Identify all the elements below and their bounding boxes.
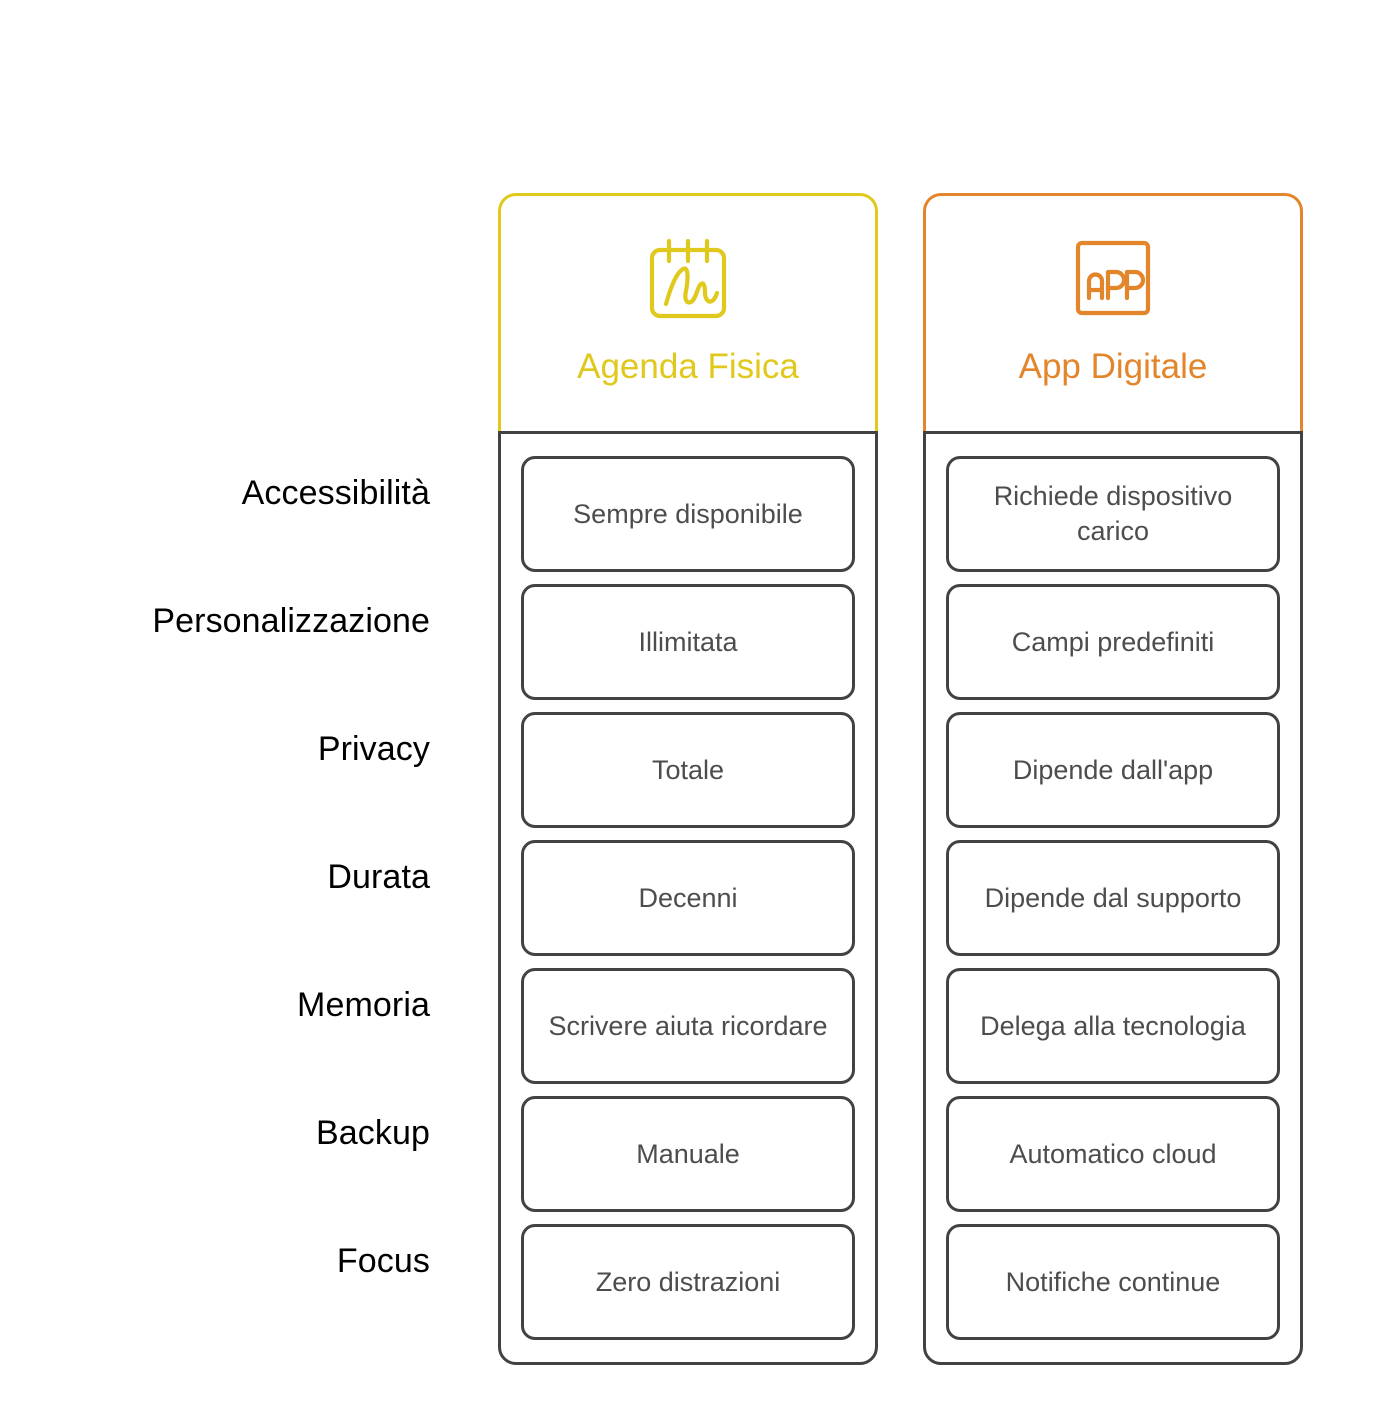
row-label-column: Accessibilità Personalizzazione Privacy … <box>60 430 430 1326</box>
cell-agenda-memoria: Scrivere aiuta ricordare <box>521 968 855 1084</box>
column-header-app-digitale: App Digitale <box>923 193 1303 431</box>
column-agenda-fisica: Agenda Fisica Sempre disponibile Illimit… <box>498 193 878 1365</box>
column-body-agenda-fisica: Sempre disponibile Illimitata Totale Dec… <box>498 431 878 1365</box>
column-title-app-digitale: App Digitale <box>1018 347 1208 386</box>
cell-agenda-accessibilita: Sempre disponibile <box>521 456 855 572</box>
row-label-accessibilita: Accessibilità <box>241 474 430 513</box>
cell-agenda-backup: Manuale <box>521 1096 855 1212</box>
row-label-focus: Focus <box>336 1242 430 1281</box>
cell-agenda-durata: Decenni <box>521 840 855 956</box>
row-label-durata: Durata <box>327 858 430 897</box>
cell-app-memoria: Delega alla tecnologia <box>946 968 1280 1084</box>
app-square-icon <box>1067 234 1159 326</box>
row-label-privacy: Privacy <box>317 730 430 769</box>
cell-app-privacy: Dipende dall'app <box>946 712 1280 828</box>
cell-app-durata: Dipende dal supporto <box>946 840 1280 956</box>
notebook-handwriting-icon <box>642 234 734 326</box>
cell-agenda-personalizzazione: Illimitata <box>521 584 855 700</box>
column-header-agenda-fisica: Agenda Fisica <box>498 193 878 431</box>
column-app-digitale: App Digitale Richiede dispositivo carico… <box>923 193 1303 1365</box>
column-title-agenda-fisica: Agenda Fisica <box>577 347 799 386</box>
cell-app-accessibilita: Richiede dispositivo carico <box>946 456 1280 572</box>
cell-app-focus: Notifiche continue <box>946 1224 1280 1340</box>
cell-app-personalizzazione: Campi predefiniti <box>946 584 1280 700</box>
row-label-backup: Backup <box>315 1114 430 1153</box>
row-label-memoria: Memoria <box>297 986 430 1025</box>
column-body-app-digitale: Richiede dispositivo carico Campi predef… <box>923 431 1303 1365</box>
cell-agenda-privacy: Totale <box>521 712 855 828</box>
cell-app-backup: Automatico cloud <box>946 1096 1280 1212</box>
cell-agenda-focus: Zero distrazioni <box>521 1224 855 1340</box>
row-label-personalizzazione: Personalizzazione <box>152 602 430 641</box>
